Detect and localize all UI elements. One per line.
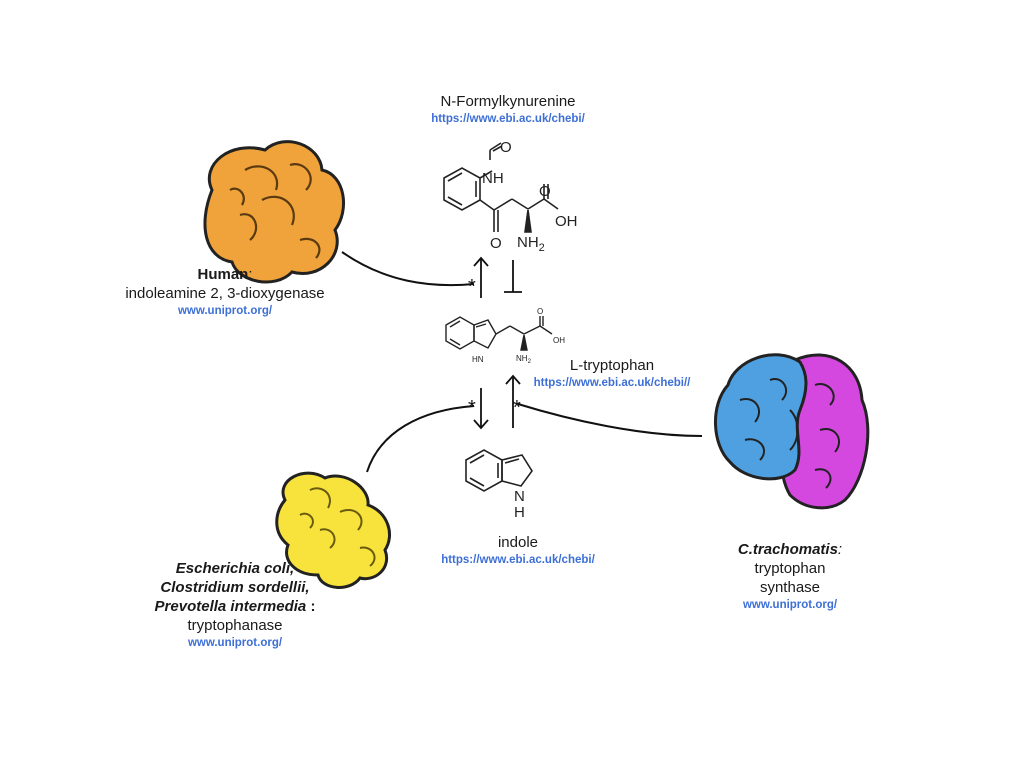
indole-structure <box>465 449 533 492</box>
trp-nh2-label: NH2 <box>516 354 532 365</box>
tryptophan-name: L-tryptophan <box>569 357 655 374</box>
human-enzyme-blob <box>203 140 346 284</box>
bacteria-star-marker: * <box>468 397 476 419</box>
nfk-oh-label: OH <box>555 213 578 230</box>
indole-h-label: H <box>514 504 525 521</box>
bacteria-uniprot-link[interactable]: www.uniprot.org/ <box>187 637 283 649</box>
human-enzyme-label: Human: indoleamine 2, 3-dioxygenase www.… <box>100 265 350 319</box>
indole-n-label: N <box>514 488 525 505</box>
bacteria-catalysis-arrow <box>366 405 475 473</box>
bacteria-enzyme-blob <box>275 471 391 589</box>
trp-o-label: O <box>537 307 543 316</box>
indole-formation-arrow <box>473 388 489 430</box>
nfk-formyl-o-label: O <box>500 139 512 156</box>
indole-label: indole https://www.ebi.ac.uk/chebi/ <box>418 533 618 568</box>
human-enzyme-name: indoleamine 2, 3-dioxygenase <box>125 285 325 302</box>
nfk-inhibition-bar <box>504 260 522 293</box>
nfk-name: N-Formylkynurenine <box>440 93 576 110</box>
tryptophan-label: L-tryptophan https://www.ebi.ac.uk/chebi… <box>522 356 702 391</box>
tryptophan-synthesis-arrow <box>505 374 521 428</box>
nfk-chebi-link[interactable]: https://www.ebi.ac.uk/chebi/ <box>431 113 585 125</box>
nfk-keto-o-label: O <box>490 235 502 252</box>
chlamydia-enzyme-blob <box>714 353 870 510</box>
bacteria-enzyme-name: tryptophanase <box>187 617 283 634</box>
nfk-nh-label: NH <box>482 170 504 187</box>
bacteria-organism-1: Escherichia coli, <box>175 560 295 577</box>
indole-name: indole <box>497 534 539 551</box>
nfk-acid-o-label: O <box>539 183 551 200</box>
bacteria-organism-2: Clostridium sordellii, <box>160 579 310 596</box>
nfk-structure <box>443 142 559 233</box>
nfk-formation-arrow <box>473 256 489 298</box>
chlamydia-enzyme-line2: synthase <box>759 579 821 596</box>
chlamydia-star-marker: * <box>513 397 521 419</box>
trp-hn-label: HN <box>472 355 484 364</box>
bacteria-organism-3: Prevotella intermedia <box>154 598 307 615</box>
chlamydia-organism: C.trachomatis <box>737 541 838 558</box>
chlamydia-enzyme-label: C.trachomatis: tryptophan synthase www.u… <box>700 540 880 613</box>
chlamydia-enzyme-line1: tryptophan <box>754 560 826 577</box>
tryptophan-structure <box>445 316 553 351</box>
trp-oh-label: OH <box>553 336 565 345</box>
nfk-label: N-Formylkynurenine https://www.ebi.ac.uk… <box>408 92 608 127</box>
human-uniprot-link[interactable]: www.uniprot.org/ <box>177 305 273 317</box>
chlamydia-uniprot-link[interactable]: www.uniprot.org/ <box>742 599 838 611</box>
human-organism: Human <box>197 266 249 283</box>
nfk-nh2-label: NH2 <box>517 234 545 254</box>
human-catalysis-arrow <box>341 251 475 287</box>
bacteria-enzyme-label: Escherichia coli, Clostridium sordellii,… <box>120 559 350 651</box>
chlamydia-catalysis-arrow <box>517 403 703 437</box>
tryptophan-chebi-link[interactable]: https://www.ebi.ac.uk/chebi// <box>533 377 691 389</box>
human-star-marker: * <box>468 276 476 298</box>
indole-chebi-link[interactable]: https://www.ebi.ac.uk/chebi/ <box>441 554 595 566</box>
